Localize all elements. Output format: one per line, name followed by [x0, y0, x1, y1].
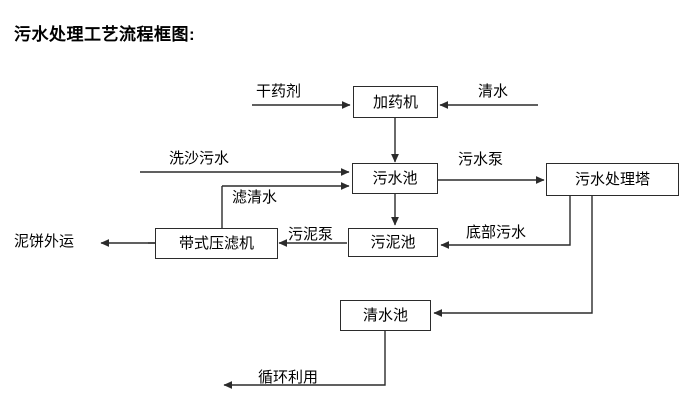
node-sewage-pool-label: 污水池	[372, 170, 418, 187]
edge-label-sludge-pump: 污泥泵	[288, 226, 334, 243]
node-treatment-tower[interactable]: 污水处理塔	[546, 163, 679, 196]
node-clear-water-pool-label: 清水池	[362, 307, 408, 324]
terminal-dry-chemical: 干药剂	[256, 83, 302, 100]
node-belt-filter-press[interactable]: 带式压滤机	[155, 228, 278, 259]
page-title: 污水处理工艺流程框图:	[14, 25, 196, 44]
edge-label-sewage-pump: 污水泵	[458, 151, 504, 168]
node-clear-water-pool[interactable]: 清水池	[340, 300, 431, 331]
node-sludge-pool-label: 污泥池	[370, 234, 416, 251]
node-sewage-pool[interactable]: 污水池	[352, 163, 438, 194]
node-dosing-machine[interactable]: 加药机	[353, 86, 438, 118]
edge-clear-water-pool-to-recycle	[223, 331, 386, 389]
edge-tower-bottom-sewage-to-sludge-pool	[440, 196, 571, 249]
terminal-recycle-use: 循环利用	[258, 369, 319, 386]
node-dosing-machine-label: 加药机	[372, 93, 418, 111]
edge-tower-to-clear-water-pool	[433, 196, 593, 317]
edge-label-bottom-sewage: 底部污水	[466, 224, 527, 241]
terminal-clean-water: 清水	[478, 83, 509, 100]
terminal-sand-wash-sewage: 洗沙污水	[169, 150, 230, 167]
terminal-mud-cake-out: 泥饼外运	[14, 233, 75, 250]
edge-label-filtered-clear-water: 滤清水	[232, 189, 278, 206]
node-sludge-pool[interactable]: 污泥池	[348, 228, 438, 257]
node-belt-filter-press-label: 带式压滤机	[178, 235, 254, 252]
node-treatment-tower-label: 污水处理塔	[574, 171, 650, 188]
